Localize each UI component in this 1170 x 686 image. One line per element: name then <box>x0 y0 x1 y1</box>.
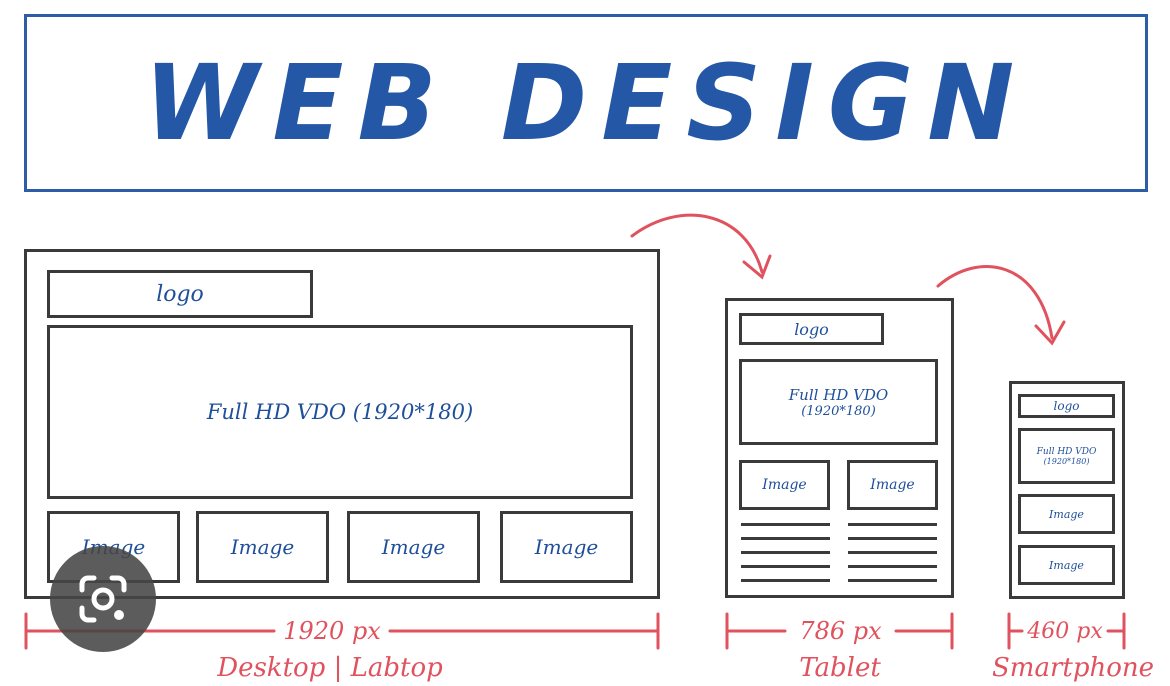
curved-arrow-icon <box>630 213 772 280</box>
tablet-hero-title: Full HD VDO <box>788 385 889 404</box>
desktop-image-3: Image <box>347 511 480 583</box>
smartphone-hero-video: Full HD VDO (1920*180) <box>1018 428 1115 484</box>
tablet-frame <box>725 298 954 598</box>
smartphone-logo: logo <box>1018 394 1115 418</box>
desktop-hero-video: Full HD VDO (1920*180) <box>47 325 633 499</box>
lens-button[interactable] <box>50 546 156 652</box>
smartphone-image-1: Image <box>1018 494 1115 534</box>
tablet-image-1: Image <box>739 460 830 510</box>
tablet-image-2: Image <box>847 460 938 510</box>
smartphone-hero-title: Full HD VDO <box>1036 446 1097 457</box>
tablet-logo: logo <box>739 313 884 345</box>
smartphone-device-label: Smartphone <box>991 653 1155 683</box>
title-frame <box>24 14 1148 192</box>
tablet-dimension-line <box>725 612 954 650</box>
smartphone-hero-resolution: (1920*180) <box>1043 456 1090 466</box>
desktop-width-label: 1920 px <box>283 617 381 645</box>
curved-arrow-icon <box>936 265 1066 346</box>
tablet-hero-resolution: (1920*180) <box>801 403 876 419</box>
desktop-image-4: Image <box>500 511 633 583</box>
tablet-width-label: 786 px <box>799 617 882 645</box>
google-lens-icon <box>79 575 127 623</box>
desktop-logo: logo <box>47 270 313 318</box>
tablet-device-label: Tablet <box>799 653 881 683</box>
desktop-image-2: Image <box>196 511 329 583</box>
smartphone-width-label: 460 px <box>1027 618 1103 644</box>
desktop-device-label: Desktop | Labtop <box>217 653 443 683</box>
page-title: WEB DESIGN <box>143 42 1029 164</box>
smartphone-image-2: Image <box>1018 545 1115 585</box>
smartphone-dimension-line <box>1007 612 1126 650</box>
tablet-hero-video: Full HD VDO (1920*180) <box>739 359 938 445</box>
